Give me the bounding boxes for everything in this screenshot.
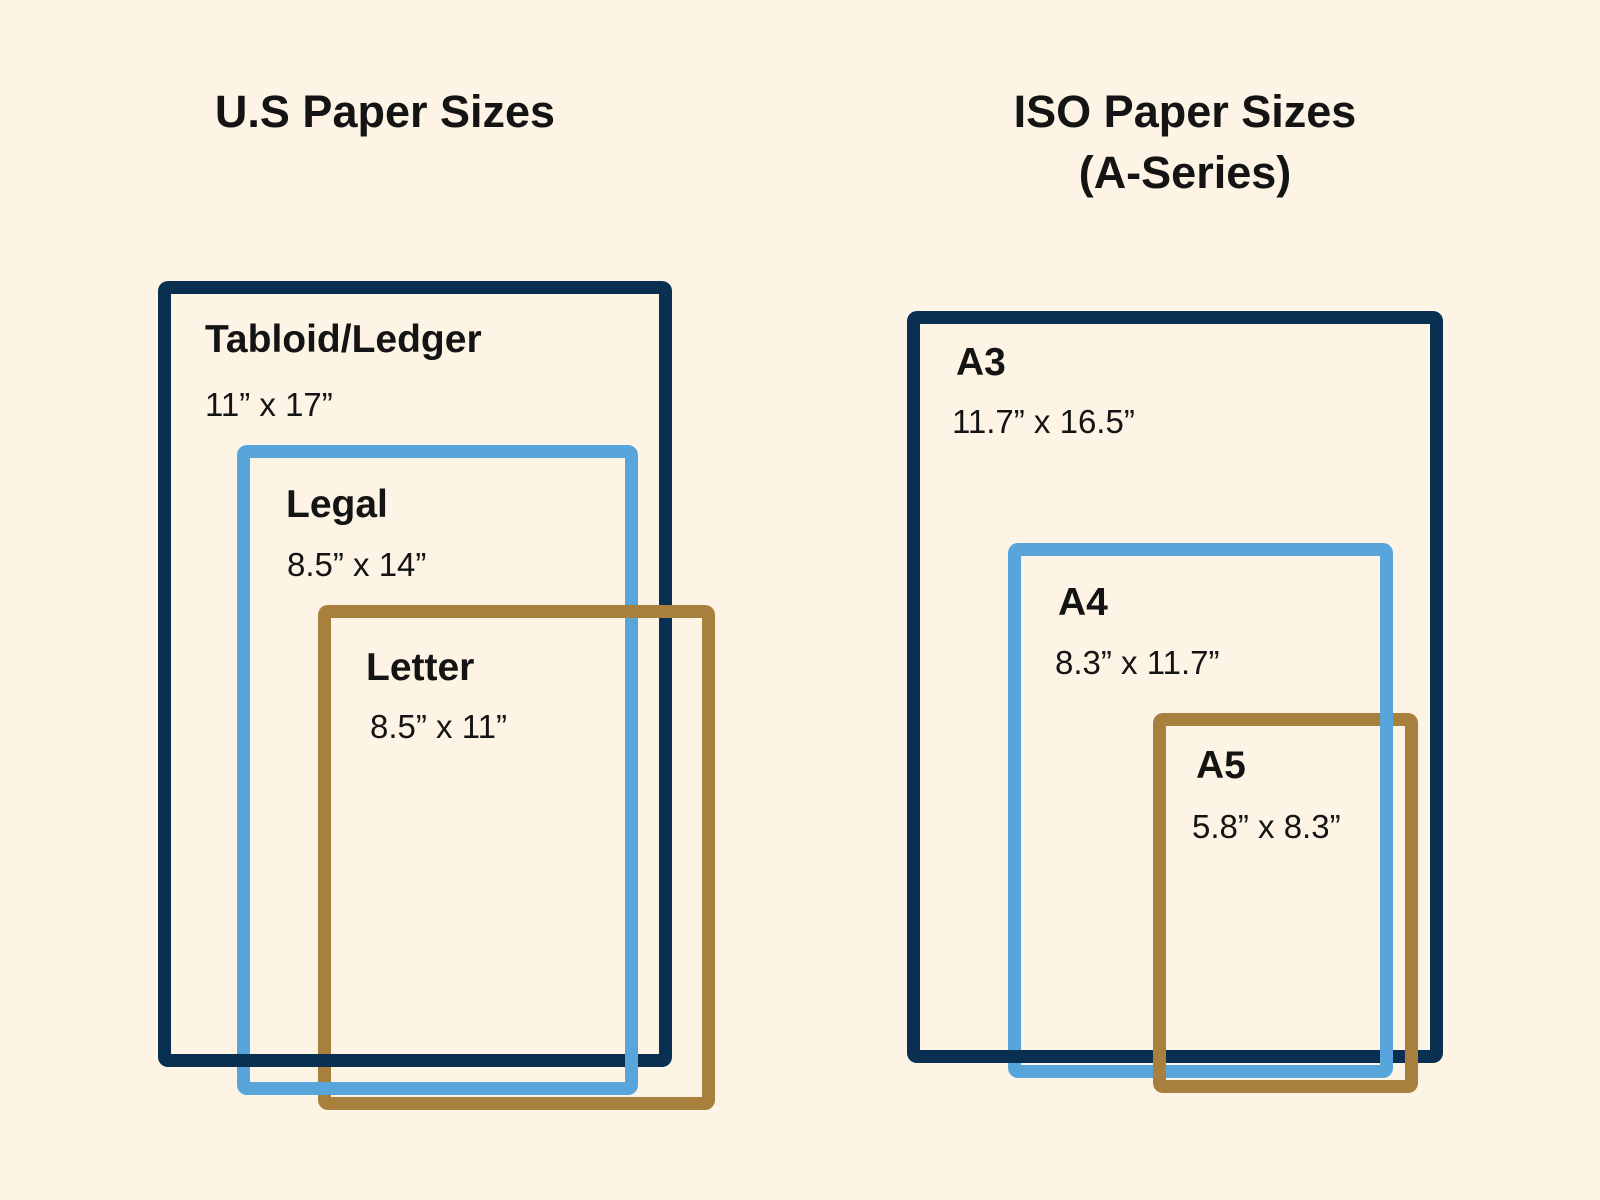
weave-patch-navy-over-legal-left (237, 1054, 250, 1067)
a5-dimensions: 5.8” x 8.3” (1192, 808, 1341, 845)
a5-label: A5 (1196, 744, 1246, 787)
us-paper-sizes-title: U.S Paper Sizes (214, 86, 556, 137)
weave-patch-navy-over-letter-left (318, 1054, 331, 1067)
weave-patch-a3-over-a4-left (1008, 1050, 1021, 1063)
a4-dimensions: 8.3” x 11.7” (1055, 644, 1220, 681)
weave-patch-a4-over-a5-top (1380, 713, 1393, 726)
tabloid-ledger-label: Tabloid/Ledger (205, 318, 482, 361)
letter-label: Letter (366, 646, 475, 689)
weave-patch-legal-over-letter-left (318, 1082, 331, 1095)
a5-rect (1153, 713, 1418, 1093)
iso-paper-sizes-title: ISO Paper Sizes (A-Series) (935, 82, 1435, 204)
a4-rect (1008, 543, 1393, 1078)
iso-title-line1: ISO Paper Sizes (1013, 86, 1357, 137)
a3-rect (907, 311, 1443, 1063)
iso-title-line2: (A-Series) (1078, 146, 1292, 198)
tabloid-ledger-dimensions: 11” x 17” (205, 386, 333, 423)
tabloid-ledger-rect (158, 281, 672, 1067)
letter-rect (318, 605, 715, 1110)
legal-label: Legal (286, 483, 388, 526)
a4-label: A4 (1058, 581, 1108, 624)
letter-dimensions: 8.5” x 11” (370, 708, 507, 745)
legal-dimensions: 8.5” x 14” (287, 546, 427, 583)
a3-label: A3 (956, 341, 1006, 384)
a3-dimensions: 11.7” x 16.5” (952, 403, 1135, 440)
